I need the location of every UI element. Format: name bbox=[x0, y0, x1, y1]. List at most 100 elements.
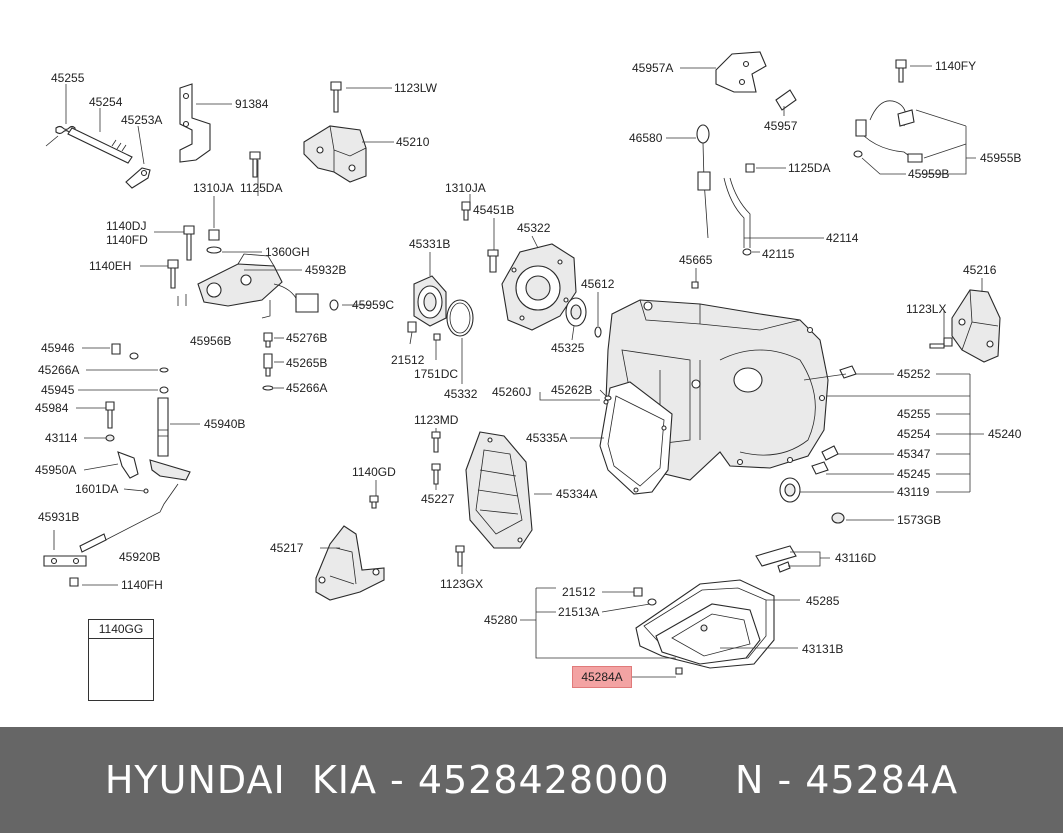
label-42114: 42114 bbox=[826, 231, 859, 245]
label-1140fy: 1140FY bbox=[935, 59, 976, 73]
label-45240: 45240 bbox=[988, 427, 1022, 441]
label-45331b: 45331B bbox=[409, 237, 450, 251]
label-45612: 45612 bbox=[581, 277, 615, 291]
label-45332: 45332 bbox=[444, 387, 478, 401]
label-45254: 45254 bbox=[89, 95, 123, 109]
label-45335a: 45335A bbox=[526, 431, 567, 445]
label-1573gb: 1573GB bbox=[897, 513, 941, 527]
legend-title: 1140GG bbox=[89, 620, 153, 639]
label-45252: 45252 bbox=[897, 367, 931, 381]
label-46580: 46580 bbox=[629, 131, 663, 145]
highlighted-part-label[interactable]: 45284A bbox=[572, 666, 632, 688]
label-45334a: 45334A bbox=[556, 487, 597, 501]
manual-shaft-group bbox=[43, 343, 191, 587]
label-1140fd: 1140FD bbox=[106, 233, 148, 247]
label-45280: 45280 bbox=[484, 613, 518, 627]
label-1310ja-b: 1310JA bbox=[445, 181, 486, 195]
label-45959b: 45959B bbox=[908, 167, 949, 181]
label-45216: 45216 bbox=[963, 263, 997, 277]
small-plugs-45276B-45265B bbox=[262, 332, 274, 391]
label-45957: 45957 bbox=[764, 119, 798, 133]
mount-45210 bbox=[303, 81, 367, 183]
label-45276b: 45276B bbox=[286, 331, 327, 345]
label-1123md: 1123MD bbox=[414, 413, 459, 427]
label-45957a: 45957A bbox=[632, 61, 673, 75]
label-45347: 45347 bbox=[897, 447, 931, 461]
label-21512-a: 21512 bbox=[391, 353, 425, 367]
label-45217: 45217 bbox=[270, 541, 304, 555]
label-45266a-b: 45266A bbox=[38, 363, 79, 377]
label-45946: 45946 bbox=[41, 341, 75, 355]
label-45260j: 45260J bbox=[492, 385, 531, 399]
label-1601da: 1601DA bbox=[75, 482, 118, 496]
part-number-footer: HYUNDAI KIA - 4528428000 N - 45284A bbox=[0, 727, 1063, 833]
sensor-harness-45955B bbox=[853, 59, 923, 163]
label-45265b: 45265B bbox=[286, 356, 327, 370]
label-1140gd: 1140GD bbox=[352, 465, 396, 479]
shift-shaft-group bbox=[45, 125, 151, 189]
bracket-45217 bbox=[315, 525, 385, 601]
oil-pump-group bbox=[407, 201, 602, 341]
label-43119: 43119 bbox=[897, 485, 930, 499]
label-45245: 45245 bbox=[897, 467, 931, 481]
label-45920b: 45920B bbox=[119, 550, 160, 564]
label-45210: 45210 bbox=[396, 135, 430, 149]
label-1123lw: 1123LW bbox=[394, 81, 438, 95]
small-bolts-center-left bbox=[167, 151, 261, 289]
label-1125da-a: 1125DA bbox=[240, 181, 282, 195]
valve-body-cover-45334A bbox=[465, 431, 533, 549]
label-45255-b: 45255 bbox=[897, 407, 931, 421]
dipstick-46580-42114 bbox=[696, 124, 755, 256]
leader-lines bbox=[65, 65, 984, 678]
label-45932b: 45932B bbox=[305, 263, 346, 277]
label-45255: 45255 bbox=[51, 71, 85, 85]
label-1140eh: 1140EH bbox=[89, 259, 131, 273]
label-45451b: 45451B bbox=[473, 203, 514, 217]
label-45253a: 45253A bbox=[121, 113, 162, 127]
label-45955b: 45955B bbox=[980, 151, 1021, 165]
label-1125da-b: 1125DA bbox=[788, 161, 830, 175]
label-45931b: 45931B bbox=[38, 510, 79, 524]
label-43114: 43114 bbox=[45, 431, 78, 445]
label-1360gh: 1360GH bbox=[265, 245, 310, 259]
bolts-1123MD-1140GD-45227-1123GX bbox=[369, 431, 465, 567]
label-45950a: 45950A bbox=[35, 463, 76, 477]
label-1123gx: 1123GX bbox=[440, 577, 483, 591]
label-45254-b: 45254 bbox=[897, 427, 931, 441]
label-1123lx: 1123LX bbox=[906, 302, 946, 316]
label-45959c: 45959C bbox=[352, 298, 394, 312]
case-small-parts bbox=[779, 365, 857, 524]
label-1310ja-a: 1310JA bbox=[193, 181, 234, 195]
label-45665: 45665 bbox=[679, 253, 713, 267]
label-91384: 91384 bbox=[235, 97, 269, 111]
label-45285: 45285 bbox=[806, 594, 840, 608]
label-45322: 45322 bbox=[517, 221, 551, 235]
label-45945: 45945 bbox=[41, 383, 75, 397]
label-1140dj: 1140DJ bbox=[106, 219, 146, 233]
oil-pan-45280 bbox=[633, 579, 775, 675]
label-45956b: 45956B bbox=[190, 334, 231, 348]
label-45325: 45325 bbox=[551, 341, 585, 355]
footer-text: HYUNDAI KIA - 4528428000 N - 45284A bbox=[104, 758, 959, 802]
legend-box-1140gg: 1140GG bbox=[88, 619, 154, 701]
bracket-91384 bbox=[179, 83, 211, 163]
label-45262b: 45262B bbox=[551, 383, 592, 397]
callout-labels: 45255 45254 45253A 91384 1123LW 45210 13… bbox=[35, 59, 1022, 656]
mount-bracket-45216 bbox=[929, 289, 1001, 363]
inhibitor-switch-45956B bbox=[177, 253, 339, 319]
sensor-43116D bbox=[755, 545, 797, 573]
label-1751dc: 1751DC bbox=[414, 367, 458, 381]
label-43116d: 43116D bbox=[835, 551, 876, 565]
label-45227: 45227 bbox=[421, 492, 455, 506]
exploded-parts-diagram: 45255 45254 45253A 91384 1123LW 45210 13… bbox=[35, 51, 1022, 687]
bracket-45957A bbox=[715, 51, 797, 111]
label-43131b: 43131B bbox=[802, 642, 843, 656]
label-1140fh: 1140FH bbox=[121, 578, 163, 592]
label-45984: 45984 bbox=[35, 401, 69, 415]
side-cover-45335A bbox=[599, 381, 673, 495]
label-21513a: 21513A bbox=[558, 605, 599, 619]
label-21512-b: 21512 bbox=[562, 585, 596, 599]
label-42115: 42115 bbox=[762, 247, 795, 261]
label-45266a-a: 45266A bbox=[286, 381, 327, 395]
